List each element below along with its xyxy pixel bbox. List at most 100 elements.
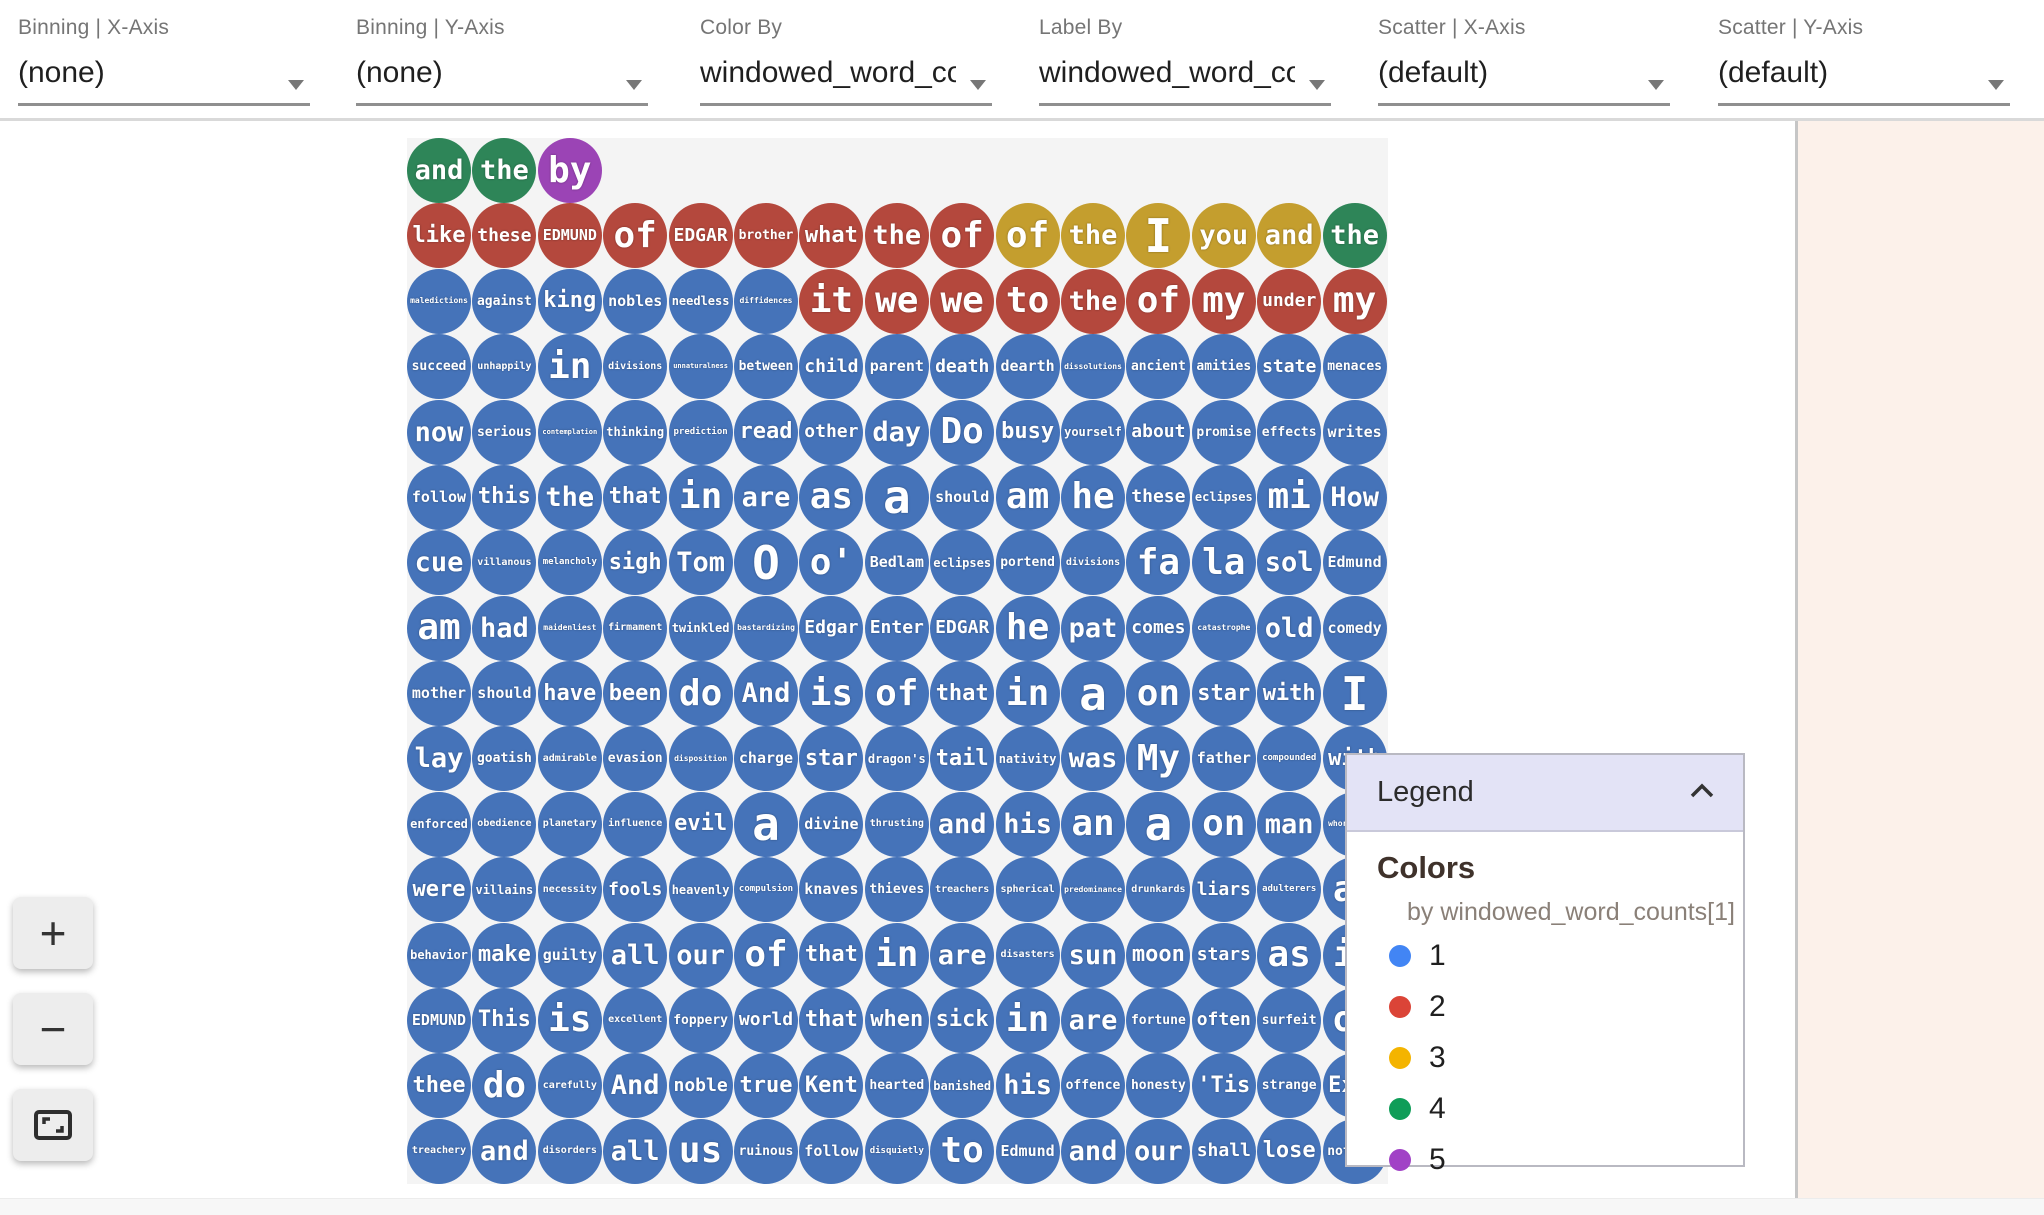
word-circle[interactable]: that <box>799 987 864 1053</box>
word-circle[interactable]: menaces <box>1322 334 1387 400</box>
legend-entry[interactable]: 5 <box>1377 1137 1743 1182</box>
word-circle[interactable]: against <box>472 268 537 334</box>
word-circle[interactable]: are <box>734 464 798 530</box>
fit-to-screen-button[interactable] <box>13 1089 93 1161</box>
word-circle[interactable]: a <box>1126 791 1191 857</box>
word-circle[interactable]: divisions <box>603 334 668 400</box>
word-circle[interactable]: do <box>668 661 733 726</box>
word-circle[interactable]: of <box>995 203 1060 269</box>
word-circle[interactable]: that <box>799 922 864 988</box>
word-circle[interactable]: man <box>1257 791 1322 857</box>
word-circle[interactable]: I <box>1322 661 1387 726</box>
word-circle[interactable]: Do <box>930 399 995 465</box>
word-circle[interactable]: as <box>799 464 864 530</box>
word-circle[interactable]: all <box>603 1118 668 1184</box>
word-circle[interactable]: old <box>1257 595 1322 661</box>
dropdown-scatter-x-axis[interactable]: Scatter | X-Axis(default) <box>1378 16 1670 106</box>
word-circle[interactable]: comedy <box>1322 595 1387 661</box>
word-circle[interactable]: by <box>537 138 602 203</box>
word-circle[interactable]: fortune <box>1126 987 1191 1053</box>
word-circle[interactable]: under <box>1257 268 1322 334</box>
word-circle[interactable]: admirable <box>537 726 602 792</box>
word-circle[interactable]: firmament <box>603 595 668 661</box>
word-circle[interactable]: a <box>1061 661 1125 726</box>
word-circle[interactable]: lose <box>1257 1118 1322 1184</box>
word-circle[interactable]: sol <box>1257 530 1322 596</box>
word-circle[interactable]: Kent <box>799 1053 864 1119</box>
word-circle[interactable]: shall <box>1191 1118 1256 1184</box>
legend-entry[interactable]: 2 <box>1377 984 1743 1029</box>
word-circle[interactable]: busy <box>995 399 1060 465</box>
word-circle[interactable]: charge <box>734 726 798 792</box>
word-circle[interactable]: as <box>1257 922 1322 988</box>
word-circle[interactable]: the <box>864 203 929 269</box>
word-circle[interactable]: carefully <box>537 1053 602 1119</box>
word-circle[interactable]: in <box>995 987 1060 1053</box>
word-circle[interactable]: dearth <box>995 334 1060 400</box>
word-circle[interactable]: Edgar <box>799 595 864 661</box>
word-circle[interactable]: his <box>995 791 1060 857</box>
word-circle[interactable]: eclipses <box>930 530 995 596</box>
chevron-up-icon[interactable] <box>1689 783 1715 799</box>
dropdown-arrow-icon[interactable] <box>1988 80 2004 90</box>
word-circle[interactable]: sick <box>930 987 995 1053</box>
word-circle[interactable]: in <box>668 464 733 530</box>
dropdown-arrow-icon[interactable] <box>1309 80 1325 90</box>
word-circle[interactable]: Tom <box>668 530 733 596</box>
word-circle[interactable]: o' <box>799 530 864 596</box>
word-circle[interactable]: How <box>1322 464 1387 530</box>
word-circle[interactable]: disposition <box>668 726 733 792</box>
word-circle[interactable]: EDMUND <box>407 987 471 1053</box>
word-circle[interactable]: ruinous <box>734 1118 798 1184</box>
word-circle[interactable]: do <box>472 1053 537 1119</box>
word-circle[interactable]: the <box>472 138 537 203</box>
word-circle[interactable]: the <box>1322 203 1387 269</box>
word-circle[interactable]: knaves <box>799 857 864 923</box>
word-circle[interactable]: the <box>1061 203 1125 269</box>
word-circle[interactable]: My <box>1126 726 1191 792</box>
word-circle[interactable]: prediction <box>668 399 733 465</box>
word-circle[interactable]: unhappily <box>472 334 537 400</box>
word-circle[interactable]: to <box>930 1118 995 1184</box>
word-circle[interactable]: in <box>537 334 602 400</box>
word-circle[interactable]: sun <box>1061 922 1125 988</box>
word-circle[interactable]: behavior <box>407 922 471 988</box>
word-circle[interactable]: obedience <box>472 791 537 857</box>
word-circle[interactable]: the <box>1061 268 1125 334</box>
word-circle[interactable]: Edmund <box>1322 530 1387 596</box>
word-circle[interactable]: state <box>1257 334 1322 400</box>
word-circle[interactable]: foppery <box>668 987 733 1053</box>
word-circle[interactable]: promise <box>1191 399 1256 465</box>
word-circle[interactable]: cue <box>407 530 471 596</box>
word-circle[interactable]: excellent <box>603 987 668 1053</box>
word-circle[interactable]: now <box>407 399 471 465</box>
word-circle[interactable]: comes <box>1126 595 1191 661</box>
word-circle[interactable]: were <box>407 857 471 923</box>
word-circle[interactable]: divisions <box>1061 530 1125 596</box>
word-circle[interactable]: that <box>930 661 995 726</box>
word-circle[interactable]: divine <box>799 791 864 857</box>
word-circle[interactable]: stars <box>1191 922 1256 988</box>
word-circle[interactable]: Edmund <box>995 1118 1060 1184</box>
word-circle[interactable]: serious <box>472 399 537 465</box>
word-circle[interactable]: moon <box>1126 922 1191 988</box>
word-circle[interactable]: O <box>734 530 798 596</box>
word-circle[interactable]: Bedlam <box>864 530 929 596</box>
word-circle[interactable]: between <box>734 334 798 400</box>
word-circle[interactable]: tail <box>930 726 995 792</box>
word-circle[interactable]: and <box>407 138 471 203</box>
word-circle[interactable]: world <box>734 987 798 1053</box>
word-circle[interactable]: treachery <box>407 1118 471 1184</box>
word-circle[interactable]: dissolutions <box>1061 334 1125 400</box>
dropdown-binning-y-axis[interactable]: Binning | Y-Axis(none) <box>356 16 648 106</box>
word-circle[interactable]: true <box>734 1053 798 1119</box>
word-circle[interactable]: like <box>407 203 471 269</box>
word-circle[interactable]: influence <box>603 791 668 857</box>
word-circle[interactable]: villains <box>472 857 537 923</box>
word-circle[interactable]: death <box>930 334 995 400</box>
word-circle[interactable]: us <box>668 1118 733 1184</box>
zoom-in-button[interactable]: + <box>13 897 93 969</box>
word-circle[interactable]: strange <box>1257 1053 1322 1119</box>
word-circle[interactable]: to <box>995 268 1060 334</box>
word-circle[interactable]: about <box>1126 399 1191 465</box>
